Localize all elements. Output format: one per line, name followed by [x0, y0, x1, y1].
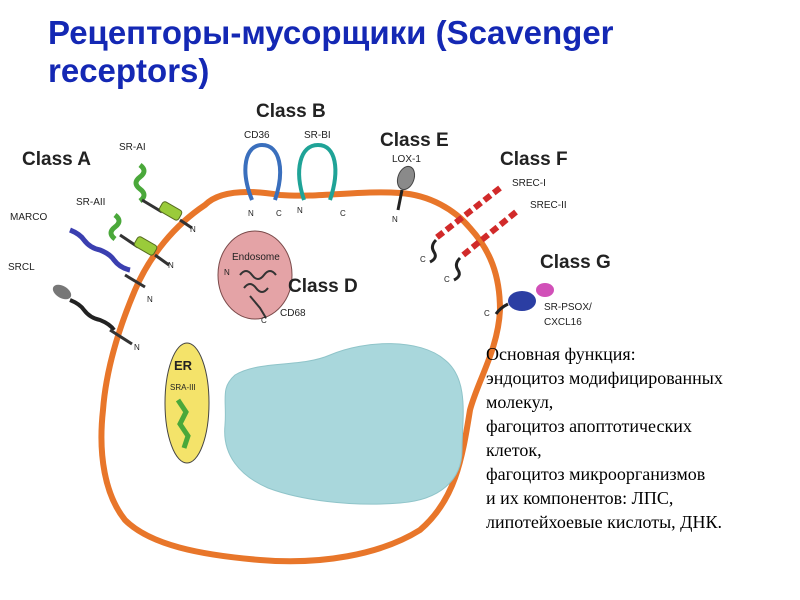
- sra-iii-protein: [175, 398, 191, 449]
- sr-ai-label: SR-AI: [119, 142, 146, 153]
- class-b-label: Class B: [256, 101, 326, 122]
- class-d-label: Class D: [288, 276, 358, 297]
- lox1-receptor: [396, 165, 416, 191]
- function-line: эндоцитоз модифицированных: [486, 368, 723, 388]
- srec-i-label: SREC-I: [512, 178, 546, 189]
- srec-ii-c: C: [444, 275, 450, 284]
- sr-psox-receptor: [494, 283, 554, 315]
- nucleus: [224, 343, 464, 505]
- function-heading: Основная функция:: [486, 344, 636, 364]
- sr-bi-label: SR-BI: [304, 130, 331, 141]
- srec-i-c: C: [420, 255, 426, 264]
- function-line: и их компонентов: ЛПС,: [486, 488, 674, 508]
- lox1-stalk: [396, 189, 404, 211]
- page-title: Рецепторы-мусорщики (Scavenger receptors…: [48, 14, 788, 90]
- title-line-2: receptors): [48, 52, 210, 89]
- sr-ai-receptor: [133, 163, 193, 230]
- title-line-1: Рецепторы-мусорщики (Scavenger: [48, 14, 614, 51]
- cell-membrane: [98, 189, 504, 565]
- main-function-text: Основная функция: эндоцитоз модифицирова…: [486, 342, 796, 534]
- sr-aii-label: SR-AII: [76, 197, 105, 208]
- function-line: фагоцитоз апоптотических: [486, 416, 692, 436]
- sr-psox-label: SR-PSOX/: [544, 302, 592, 313]
- function-line: фагоцитоз микроорганизмов: [486, 464, 706, 484]
- cd36-receptor: [243, 142, 283, 201]
- srcl-receptor: [52, 284, 133, 346]
- srcl-label: SRCL: [8, 262, 35, 273]
- function-line: липотейхоевые кислоты, ДНК.: [486, 512, 722, 532]
- endosome-label: Endosome: [232, 252, 280, 263]
- endosome: [217, 230, 293, 320]
- cd36-c: C: [276, 209, 282, 218]
- cd68-n-terminal: N: [224, 268, 230, 277]
- sr-aii-receptor: [108, 213, 170, 267]
- sr-ai-n: N: [190, 225, 196, 234]
- sr-bi-receptor: [297, 142, 338, 201]
- marco-n: N: [147, 295, 153, 304]
- function-line: клеток,: [486, 440, 542, 460]
- srcl-n: N: [134, 343, 140, 352]
- lox1-n: N: [392, 215, 398, 224]
- er-label: ER: [174, 358, 193, 373]
- cd68-label: CD68: [280, 308, 306, 319]
- sra-iii-label: SRA-III: [170, 383, 196, 392]
- endoplasmic-reticulum: [164, 342, 210, 464]
- cd36-n: N: [248, 209, 254, 218]
- marco-receptor: [69, 227, 146, 289]
- sr-aii-n: N: [168, 261, 174, 270]
- marco-label: MARCO: [10, 212, 47, 223]
- class-g-label: Class G: [540, 252, 611, 273]
- srec-ii-label: SREC-II: [530, 200, 567, 211]
- sr-psox-c: C: [484, 309, 490, 318]
- cd68-protein: [239, 270, 277, 319]
- srec-i-receptor: [429, 185, 502, 264]
- cd36-label: CD36: [244, 130, 270, 141]
- sr-bi-c: C: [340, 209, 346, 218]
- class-f-label: Class F: [500, 149, 568, 170]
- srec-ii-receptor: [453, 209, 518, 282]
- cd68-c-terminal: C: [261, 316, 267, 325]
- lox1-label: LOX-1: [392, 154, 421, 165]
- function-line: молекул,: [486, 392, 554, 412]
- sr-bi-n: N: [297, 206, 303, 215]
- class-a-label: Class A: [22, 149, 91, 170]
- cxcl16-label: CXCL16: [544, 317, 582, 328]
- class-e-label: Class E: [380, 130, 449, 151]
